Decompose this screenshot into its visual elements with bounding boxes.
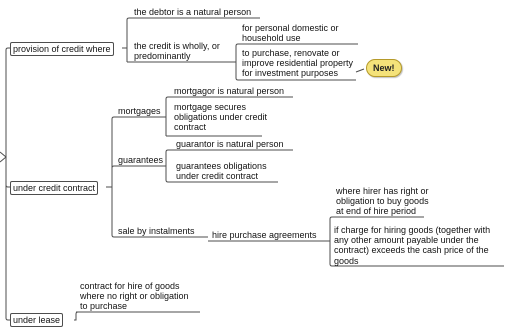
root-stub bbox=[0, 151, 7, 163]
node-guarantees-obligations[interactable]: guarantees obligations under credit cont… bbox=[176, 161, 267, 182]
node-credit-wholly-predominantly[interactable]: the credit is wholly, or predominantly bbox=[134, 41, 220, 62]
node-mortgages[interactable]: mortgages bbox=[118, 106, 161, 116]
node-under-credit-contract[interactable]: under credit contract bbox=[10, 181, 99, 195]
node-personal-domestic-household[interactable]: for personal domestic or household use bbox=[242, 23, 339, 44]
new-badge: New! bbox=[366, 59, 402, 77]
branch-provision bbox=[122, 17, 132, 62]
node-purchase-renovate-improve[interactable]: to purchase, renovate or improve residen… bbox=[242, 48, 354, 79]
node-hirer-right-obligation[interactable]: where hirer has right or obligation to b… bbox=[336, 186, 429, 217]
branch-lease bbox=[74, 311, 80, 321]
node-contract-hire-goods[interactable]: contract for hire of goods where no righ… bbox=[80, 281, 189, 312]
node-under-lease[interactable]: under lease bbox=[10, 313, 64, 327]
node-guarantor-natural-person[interactable]: guarantor is natural person bbox=[176, 139, 284, 149]
node-hire-purchase-agreements[interactable]: hire purchase agreements bbox=[212, 230, 317, 240]
branch-guarantees bbox=[165, 149, 174, 183]
main-trunk bbox=[5, 47, 10, 321]
branch-mortgages bbox=[165, 96, 172, 136]
node-guarantees[interactable]: guarantees bbox=[118, 155, 164, 165]
node-debtor-natural-person[interactable]: the debtor is a natural person bbox=[134, 7, 252, 17]
node-mortgage-secures[interactable]: mortgage secures obligations under credi… bbox=[174, 102, 268, 133]
branch-credit-contract bbox=[106, 116, 116, 238]
node-sale-by-instalments[interactable]: sale by instalments bbox=[118, 226, 195, 236]
node-charge-for-hiring[interactable]: if charge for hiring goods (together wit… bbox=[334, 225, 491, 266]
badge-link bbox=[355, 68, 365, 73]
branch-hire-purchase bbox=[329, 216, 334, 267]
node-mortgagor-natural-person[interactable]: mortgagor is natural person bbox=[174, 86, 285, 96]
branch-wholly bbox=[235, 43, 240, 81]
node-provision-of-credit-where[interactable]: provision of credit where bbox=[10, 42, 114, 56]
